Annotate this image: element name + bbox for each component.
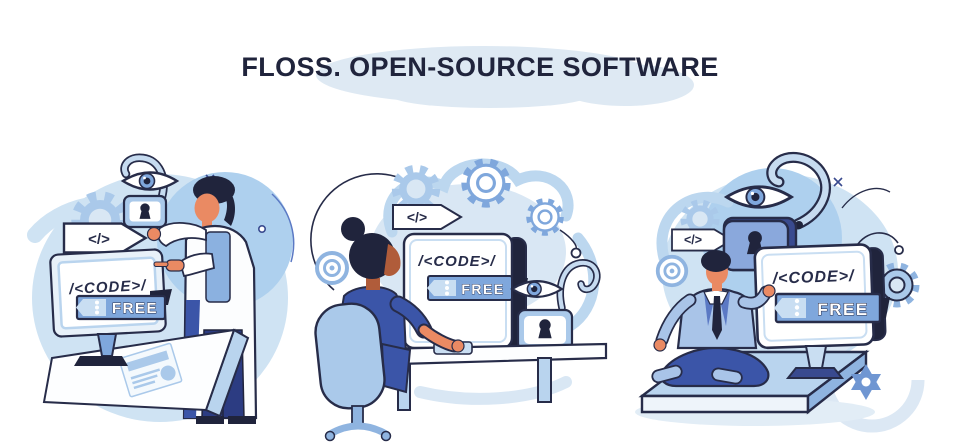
- free-tag: FREE: [774, 292, 890, 324]
- neck: [202, 219, 212, 229]
- code-tag-label: </>: [684, 233, 702, 247]
- code-tag-banner: </>: [392, 204, 462, 230]
- monitor: /<CODE>/ FREE: [49, 248, 172, 366]
- code-tag-label: </>: [407, 209, 427, 225]
- hair: [224, 192, 236, 226]
- code-text: /<CODE>/: [68, 277, 148, 298]
- star-icon: [851, 364, 881, 400]
- open-padlock-icon: [516, 259, 601, 352]
- code-text: /<CODE>/: [417, 253, 496, 270]
- monitor-base: [74, 356, 128, 366]
- hand: [165, 259, 185, 272]
- pointing-finger: [153, 261, 169, 267]
- shoe: [228, 416, 256, 424]
- accent-dot: [570, 247, 582, 259]
- hair-bun: [341, 217, 365, 241]
- hair: [701, 250, 731, 272]
- code-tag-banner: </>: [671, 228, 733, 252]
- face: [384, 244, 401, 276]
- scene-developer-at-workstation: </> /<CODE>/ FREE: [310, 162, 608, 442]
- cloud-swoosh: [414, 376, 572, 405]
- cloud-swoosh: [656, 191, 734, 264]
- accent-arc: [855, 232, 899, 248]
- chair-wheel: [380, 430, 392, 442]
- code-tag-label: </>: [88, 231, 110, 248]
- shoe: [711, 367, 743, 385]
- free-tag: FREE: [75, 289, 172, 321]
- shoe: [651, 364, 683, 384]
- accent-arc: [841, 187, 891, 209]
- scene-meditating-developer: </>: [635, 151, 925, 433]
- scene-researcher: </>: [27, 153, 295, 424]
- title-cloud: [390, 82, 590, 108]
- accent-dot: [257, 225, 266, 234]
- target-icon: [655, 254, 689, 288]
- hand: [451, 339, 465, 353]
- hand: [762, 284, 776, 298]
- neck: [366, 278, 380, 290]
- arm: [657, 295, 695, 345]
- target-icon: [315, 251, 349, 285]
- hair: [349, 233, 395, 279]
- neck: [712, 282, 722, 291]
- monitor-stand: [804, 345, 828, 369]
- code-tag-banner: </>: [62, 222, 147, 254]
- free-label: FREE: [817, 300, 868, 319]
- hand: [146, 226, 162, 242]
- chair-legs: [326, 422, 390, 438]
- monitor-base: [785, 367, 845, 379]
- document-icon: [118, 342, 183, 398]
- monitor-stand: [96, 333, 118, 357]
- face: [194, 193, 220, 223]
- chair-back: [314, 302, 386, 410]
- person-meditating: [651, 250, 776, 388]
- code-text: /<CODE>/: [771, 268, 855, 288]
- monitor: /<CODE>/ FREE: [753, 243, 890, 379]
- free-label: FREE: [461, 281, 504, 297]
- free-label: FREE: [112, 300, 158, 317]
- desk-leg: [537, 357, 552, 403]
- accent-arc: [271, 193, 295, 263]
- shoe: [196, 416, 224, 424]
- desk: [42, 328, 250, 418]
- office-chair: [314, 302, 392, 442]
- monitor: /<CODE>/ FREE: [402, 232, 528, 350]
- page-title: FLOSS. OPEN-SOURCE SOFTWARE: [241, 52, 719, 82]
- gear-icon: [396, 169, 436, 209]
- hip: [380, 342, 412, 394]
- chair-wheel: [324, 430, 336, 442]
- researcher-arms: [146, 222, 216, 278]
- free-tag: FREE: [427, 275, 528, 301]
- tie: [712, 296, 722, 340]
- hand: [653, 338, 667, 352]
- chair-column: [351, 405, 364, 425]
- sparkle-icon: [833, 177, 843, 187]
- accent-dot: [894, 245, 904, 255]
